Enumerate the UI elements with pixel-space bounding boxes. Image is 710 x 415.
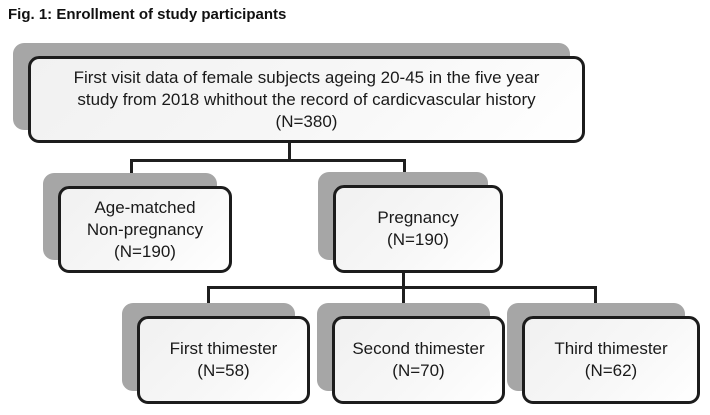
connector-drop-first-trimester bbox=[207, 286, 210, 305]
node-text-line: (N=70) bbox=[392, 361, 445, 380]
connector-drop-non-pregnancy bbox=[130, 159, 133, 176]
node-text-line: (N=58) bbox=[197, 361, 250, 380]
node-age-matched-non-pregnancy: Age-matched Non-pregnancy (N=190) bbox=[58, 186, 232, 273]
node-text-line: First visit data of female subjects agei… bbox=[73, 67, 540, 87]
node-root-first-visit: First visit data of female subjects agei… bbox=[28, 56, 585, 143]
connector-drop-third-trimester bbox=[594, 286, 597, 305]
node-text-line: Age-matched bbox=[94, 197, 196, 217]
node-text-line: Pregnancy bbox=[377, 208, 459, 227]
connector-level3-crossbar bbox=[207, 286, 597, 289]
node-text-line: study from 2018 whithout the record of c… bbox=[77, 89, 536, 109]
node-first-trimester: First thimester (N=58) bbox=[137, 316, 310, 404]
node-text-line: Third thimester bbox=[554, 339, 668, 358]
node-text-line: (N=190) bbox=[387, 230, 449, 249]
connector-pregnancy-stem bbox=[402, 273, 405, 305]
node-third-trimester: Third thimester (N=62) bbox=[522, 316, 700, 404]
connector-root-stem bbox=[288, 143, 291, 162]
node-text-line: (N=380) bbox=[275, 111, 338, 131]
connector-drop-pregnancy bbox=[403, 159, 406, 176]
node-text-line: Non-pregnancy bbox=[86, 219, 204, 239]
connector-level2-crossbar bbox=[130, 159, 406, 162]
figure-title: Fig. 1: Enrollment of study participants bbox=[8, 6, 287, 23]
node-second-trimester: Second thimester (N=70) bbox=[332, 316, 505, 404]
node-text-line: (N=62) bbox=[584, 361, 638, 380]
node-text-line: Second thimester bbox=[352, 339, 485, 358]
node-pregnancy: Pregnancy (N=190) bbox=[333, 185, 503, 273]
node-text-line: (N=190) bbox=[114, 241, 176, 261]
node-text-line: First thimester bbox=[169, 339, 278, 358]
